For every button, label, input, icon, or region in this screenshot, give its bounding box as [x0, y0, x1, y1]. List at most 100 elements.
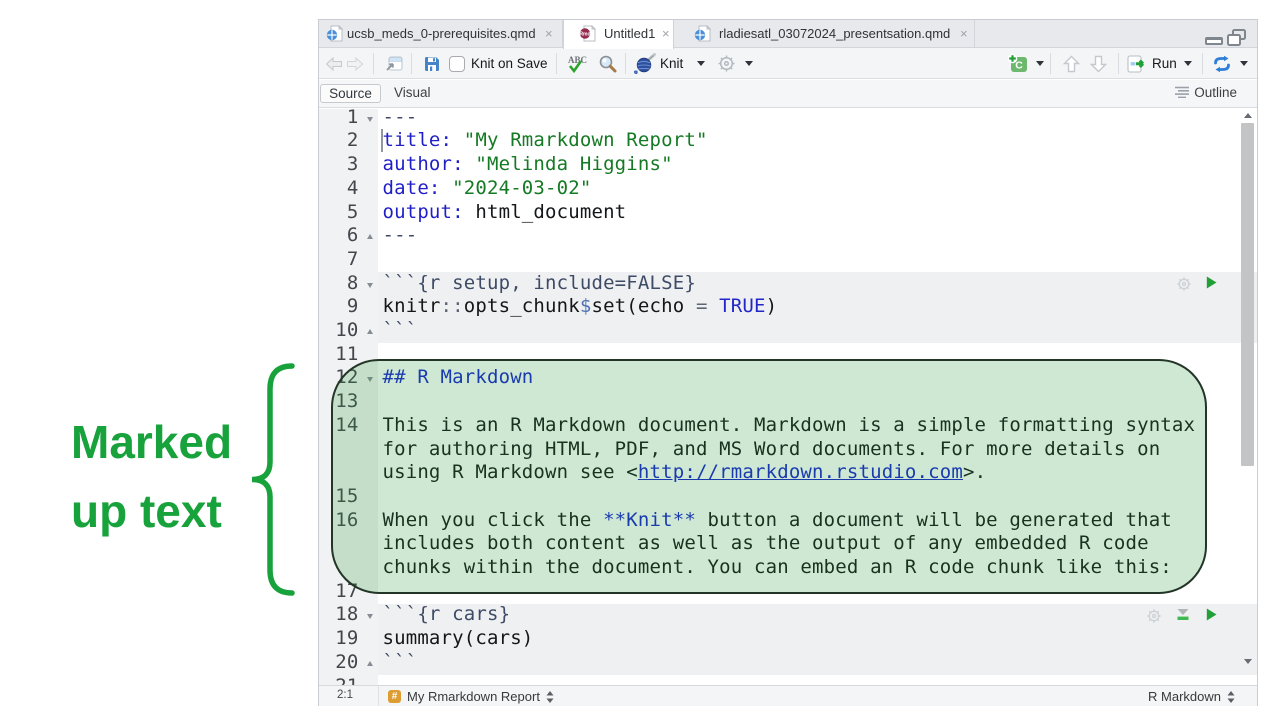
- gear-dropdown-icon[interactable]: [745, 48, 753, 79]
- line-number: 1: [346, 109, 359, 128]
- code-line-2: 2 title: "My Rmarkdown Report": [319, 129, 1257, 153]
- forward-button[interactable]: [346, 48, 364, 79]
- line-number: 9: [346, 295, 359, 318]
- code-text: ---: [382, 109, 418, 128]
- line-number: 5: [346, 200, 359, 223]
- code-line-8: 8```{r setup, include=FALSE}: [319, 272, 1257, 296]
- chunk-options-gear-icon[interactable]: [1146, 608, 1162, 629]
- chunk-options-gear-icon[interactable]: [1176, 276, 1192, 297]
- editor-status-bar: 2:1 # My Rmarkdown Report R Markdown: [319, 685, 1257, 706]
- tab-rladiesatl-presentation[interactable]: rladiesatl_03072024_presentsation.qmd ×: [674, 20, 975, 48]
- code-chunk-background: [378, 603, 1257, 675]
- toolbar-separator: [1118, 53, 1119, 74]
- toolbar-separator: [556, 53, 557, 74]
- run-icon[interactable]: [1127, 48, 1148, 79]
- code-text: ```: [382, 319, 418, 341]
- scrollbar-up-icon[interactable]: [1244, 113, 1252, 118]
- text-cursor: [381, 129, 383, 153]
- run-label[interactable]: Run: [1152, 56, 1177, 71]
- save-button[interactable]: [424, 48, 440, 79]
- run-previous-chunks-button[interactable]: [1063, 48, 1080, 79]
- code-chunk-background: [378, 271, 1257, 343]
- quarto-file-icon: [694, 25, 711, 42]
- spinner-arrows-icon: [1227, 691, 1235, 706]
- code-line-wrap: using R Markdown see <http://rmarkdown.r…: [319, 461, 1257, 485]
- knit-on-save-checkbox[interactable]: [449, 48, 465, 79]
- run-chunks-above-icon[interactable]: [1176, 608, 1190, 626]
- insert-chunk-dropdown-icon[interactable]: [1036, 48, 1044, 79]
- scrollbar-thumb[interactable]: [1241, 123, 1254, 466]
- code-text: chunks within the document. You can embe…: [382, 556, 1172, 578]
- code-text: ---: [382, 224, 418, 247]
- fold-down-icon[interactable]: [367, 603, 378, 627]
- open-in-new-window-button[interactable]: [385, 48, 403, 79]
- rerun-dropdown-icon[interactable]: [1240, 48, 1248, 79]
- code-line-1: 1 ---: [319, 109, 1257, 129]
- annotation-marked-up-text: Marked up text: [71, 408, 311, 546]
- tab-close-icon[interactable]: ×: [545, 26, 553, 41]
- line-number: 13: [335, 390, 359, 413]
- code-line-10: 10```: [319, 319, 1257, 343]
- code-line-13: 13: [319, 390, 1257, 414]
- code-text: ```{r cars}: [382, 603, 511, 626]
- fold-up-icon[interactable]: [367, 224, 378, 248]
- curly-brace-icon: [251, 363, 295, 596]
- line-number: 21: [319, 675, 359, 686]
- gear-icon[interactable]: [717, 48, 736, 79]
- visual-mode-button[interactable]: Visual: [394, 85, 431, 100]
- rmarkdown-file-icon: Rmd: [579, 25, 596, 42]
- code-text: title: "My Rmarkdown Report": [382, 129, 708, 152]
- fold-up-icon[interactable]: [367, 319, 378, 343]
- quarto-file-icon: [326, 25, 343, 42]
- tab-close-icon[interactable]: ×: [960, 26, 968, 41]
- code-line-20: 20```: [319, 651, 1257, 675]
- run-chunk-play-icon[interactable]: [1206, 276, 1217, 294]
- svg-text:ABC: ABC: [568, 55, 587, 65]
- knit-label[interactable]: Knit: [660, 56, 684, 71]
- code-text: ```: [382, 650, 418, 673]
- rerun-source-icon[interactable]: [1211, 48, 1233, 79]
- back-button[interactable]: [325, 48, 343, 79]
- insert-chunk-button[interactable]: C: [1007, 48, 1030, 79]
- run-next-chunks-button[interactable]: [1090, 48, 1107, 79]
- line-number: 2: [346, 129, 359, 152]
- run-chunk-play-icon[interactable]: [1206, 608, 1217, 626]
- tab-close-icon[interactable]: ×: [662, 26, 670, 41]
- code-line-18: 18 ```{r cars}: [319, 603, 1257, 627]
- minimize-pane-icon[interactable]: [1205, 37, 1223, 45]
- tab-untitled1[interactable]: Rmd Untitled1 ×: [563, 20, 674, 49]
- run-dropdown-icon[interactable]: [1184, 48, 1192, 79]
- tab-ucsb-meds-prerequisites[interactable]: ucsb_meds_0-prerequisites.qmd ×: [319, 20, 563, 48]
- code-text: date: "2024-03-02": [382, 176, 592, 199]
- maximize-pane-icon[interactable]: [1227, 29, 1246, 46]
- fold-down-icon[interactable]: [367, 366, 378, 390]
- editor-mode-bar: Source Visual Outline: [319, 80, 1257, 108]
- fold-down-icon[interactable]: [367, 272, 378, 296]
- tab-label: rladiesatl_03072024_presentsation.qmd: [719, 26, 951, 41]
- editor-toolbar: Knit on Save ABC: [319, 48, 1257, 79]
- fold-down-icon[interactable]: [367, 109, 378, 129]
- code-text: author: "Melinda Higgins": [382, 153, 673, 176]
- section-navigator[interactable]: My Rmarkdown Report: [407, 689, 554, 706]
- scrollbar-down-icon[interactable]: [1244, 659, 1252, 664]
- knit-button[interactable]: [633, 48, 657, 79]
- line-number: 18: [335, 603, 359, 626]
- outline-button[interactable]: Outline: [1173, 85, 1237, 101]
- line-number: 17: [335, 579, 359, 602]
- line-number: 6: [346, 224, 359, 247]
- code-text: summary(cars): [382, 627, 534, 650]
- line-number: 14: [335, 413, 359, 436]
- code-line-11: 11: [319, 343, 1257, 367]
- spellcheck-button[interactable]: ABC: [566, 48, 590, 79]
- source-mode-button[interactable]: Source: [320, 84, 381, 103]
- fold-up-icon[interactable]: [367, 651, 378, 675]
- knit-dropdown-icon[interactable]: [697, 48, 705, 79]
- document-language-selector[interactable]: R Markdown: [1148, 689, 1235, 706]
- search-icon[interactable]: [598, 48, 617, 79]
- code-text: using R Markdown see <http://rmarkdown.r…: [382, 461, 987, 484]
